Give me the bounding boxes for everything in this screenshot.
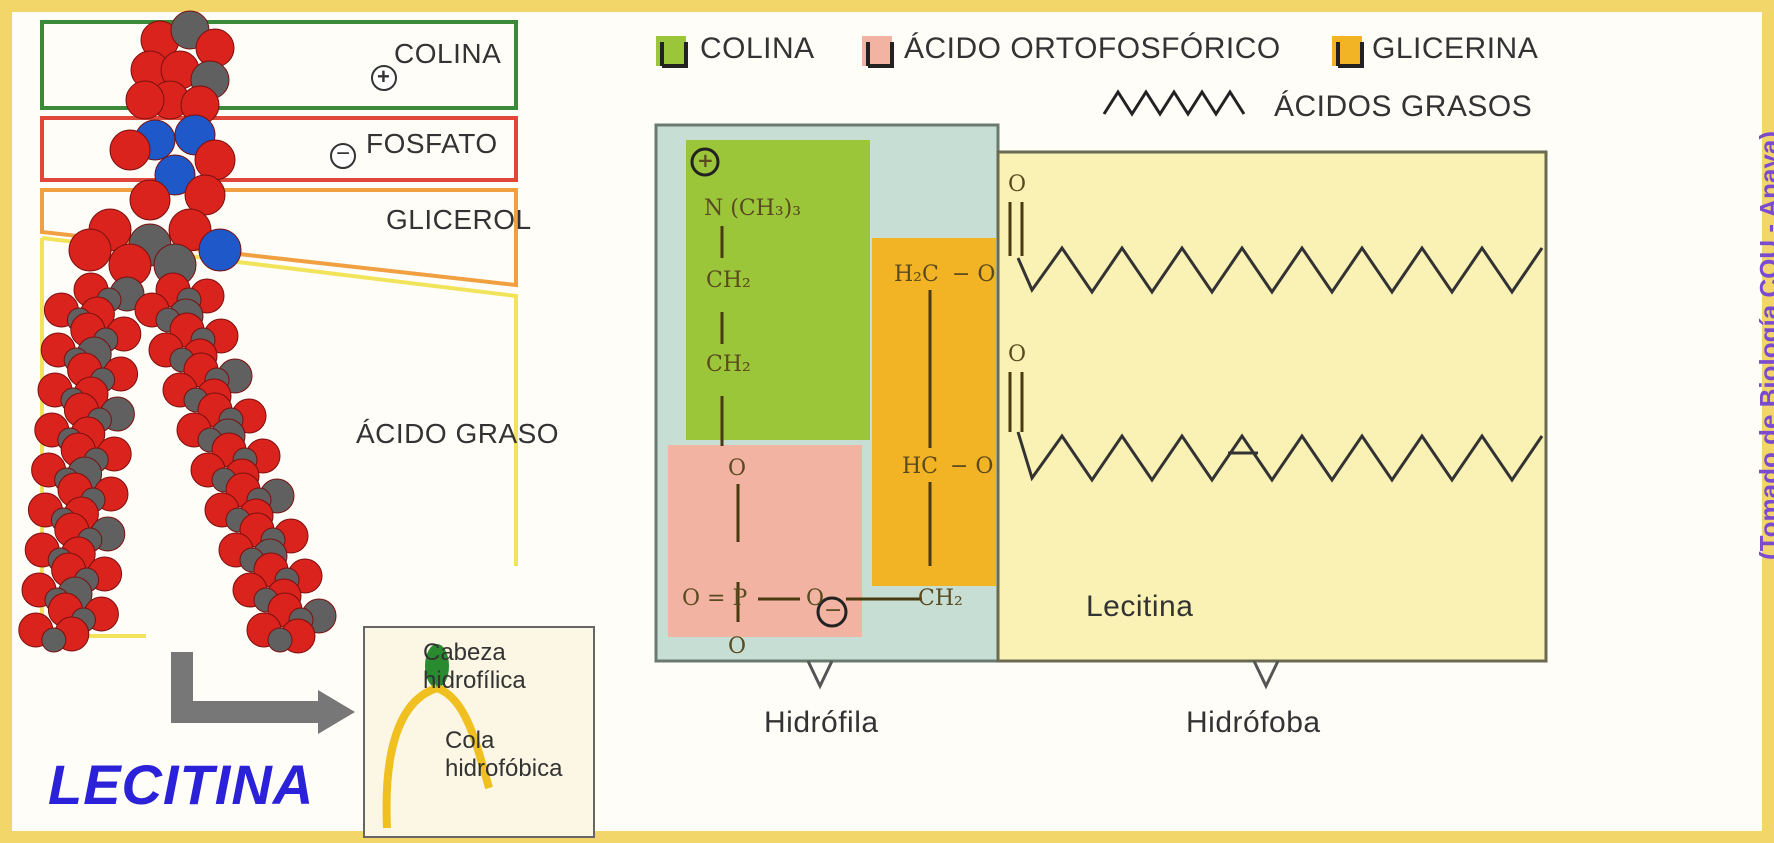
source-credit: (Tomado de Biología COU - Anaya)	[1754, 130, 1774, 560]
fatty-acid-chain-2	[1016, 431, 1544, 483]
atom	[41, 627, 67, 653]
atom	[129, 179, 171, 221]
fosfato-charge-text: −	[336, 140, 351, 167]
legend-fosforico-label: ÁCIDO ORTOFOSFÓRICO	[904, 32, 1281, 65]
charge-plus-text: +	[697, 148, 714, 172]
atom	[154, 154, 196, 196]
inset-tail-label-2: hidrofóbica	[445, 755, 563, 782]
atom	[198, 228, 242, 272]
glicerol-label: GLICEROL	[386, 204, 532, 235]
ester-o-1: − O	[952, 262, 996, 287]
glycerol-ch2: CH₂	[918, 586, 963, 611]
legend-zigzag-icon	[1102, 89, 1246, 117]
colina-charge-text: +	[377, 64, 390, 89]
legend-glicerina-label: GLICERINA	[1372, 32, 1539, 65]
atom	[267, 627, 293, 653]
colina-region-box	[40, 20, 518, 110]
fosfato-label: FOSFATO	[366, 128, 498, 159]
legend-fatty-acids-label: ÁCIDOS GRASOS	[1274, 90, 1533, 123]
fosforico-block	[668, 445, 862, 637]
colina-charge-plus	[371, 65, 397, 91]
hydrophilic-head-icon	[425, 644, 449, 688]
carbonyl-o-2: O	[1008, 342, 1027, 367]
hidrofila-bracket	[806, 660, 834, 690]
glycerol-h2c: H₂C	[894, 262, 939, 287]
atom	[109, 129, 151, 171]
acido-graso-label: ÁCIDO GRASO	[356, 418, 560, 449]
atom	[194, 139, 236, 181]
glicerina-block	[872, 238, 996, 586]
phosphate-p: O = P	[682, 586, 748, 611]
phospholipid-icon	[382, 644, 493, 829]
phosphate-o-bottom: O	[728, 634, 747, 659]
glicerol-region-box	[40, 188, 518, 288]
inset-head-label-1: Cabeza	[423, 639, 506, 666]
hydrophobic-tail-icon	[382, 684, 439, 829]
charge-minus-text: −	[824, 598, 843, 623]
arrow-head	[318, 690, 355, 734]
fosfato-region-box	[40, 116, 518, 182]
glycerol-hc: HC	[902, 454, 939, 479]
ester-o-2: − O	[950, 454, 994, 479]
phosphate-o-top: O	[728, 456, 747, 481]
inset-head-label-2: hidrofílica	[423, 667, 526, 694]
hydrophobic-region	[996, 150, 1548, 663]
ch2-a: CH₂	[706, 268, 751, 293]
lecitina-label: Lecitina	[1086, 590, 1194, 623]
ch2-b: CH₂	[706, 352, 751, 377]
inset-tail-label-1: Cola	[445, 727, 495, 754]
carbonyl-o-1: O	[1008, 172, 1027, 197]
molecule-model	[18, 10, 337, 654]
structure-positive-charge	[690, 147, 720, 177]
hidrofoba-label: Hidrófoba	[1186, 706, 1321, 739]
colina-block	[686, 140, 870, 440]
legend-colina-label: COLINA	[700, 32, 815, 65]
hidrofila-label: Hidrófila	[764, 706, 879, 739]
colina-formula: N (CH₃)₃	[704, 196, 802, 221]
fosfato-charge-minus	[330, 143, 356, 169]
hidrofoba-bracket	[1252, 660, 1280, 690]
atom	[68, 228, 112, 272]
atom	[125, 80, 165, 120]
bond-lines	[720, 202, 1024, 622]
phosphate-o-mid: O	[806, 586, 825, 611]
inset-panel: Cabeza hidrofílica Cola hidrofóbica	[363, 626, 595, 838]
page-title: LECITINA	[48, 753, 315, 816]
arrow-to-inset	[171, 652, 318, 723]
colina-label: COLINA	[394, 38, 502, 69]
fatty-acid-chain-1	[1016, 245, 1544, 295]
structure-negative-charge	[816, 596, 848, 628]
